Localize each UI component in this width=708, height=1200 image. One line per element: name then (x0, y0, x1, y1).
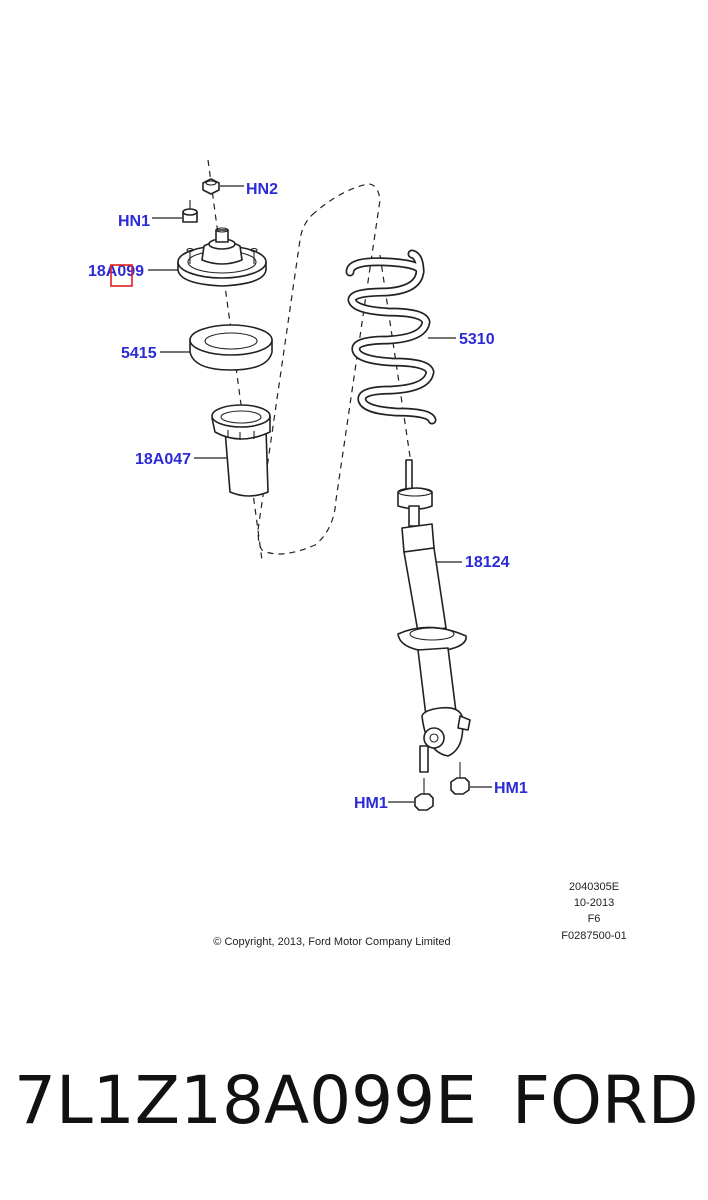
brand-label: FORD (512, 1062, 699, 1139)
hm1-bolt-left-part (414, 778, 434, 811)
boot-callout: 18A047 (135, 451, 191, 468)
spring-callout: 5310 (459, 331, 495, 348)
hm1-bolt-right-part (450, 762, 470, 795)
assembly-group-outline (257, 183, 381, 555)
strut-part (397, 459, 471, 773)
exploded-parts-diagram: HN2 HN1 18A099 5415 (88, 159, 627, 948)
hm1-left-callout: HM1 (354, 795, 388, 812)
figure-date: 10-2013 (574, 897, 614, 909)
figure-variant: F6 (588, 913, 601, 925)
highlight-box (110, 264, 133, 287)
hn2-callout: HN2 (246, 181, 278, 198)
hn2-nut-part (202, 178, 220, 195)
figure-id: F0287500-01 (561, 930, 626, 942)
bearing-part (189, 324, 273, 371)
hn1-callout: HN1 (118, 213, 150, 230)
coil-spring-inner (347, 251, 435, 423)
upper-mount-part (177, 227, 267, 287)
part-number-label: 7L1Z18A099E (14, 1062, 477, 1139)
dust-boot-part (211, 404, 271, 497)
bearing-callout: 5415 (121, 345, 157, 362)
hm1-right-callout: HM1 (494, 780, 528, 797)
figure-code: 2040305E (569, 881, 619, 893)
strut-callout: 18124 (465, 554, 510, 571)
copyright-notice: © Copyright, 2013, Ford Motor Company Li… (213, 936, 450, 948)
hn1-nut-part (182, 200, 198, 223)
mount-callout: 18A099 (88, 263, 144, 280)
